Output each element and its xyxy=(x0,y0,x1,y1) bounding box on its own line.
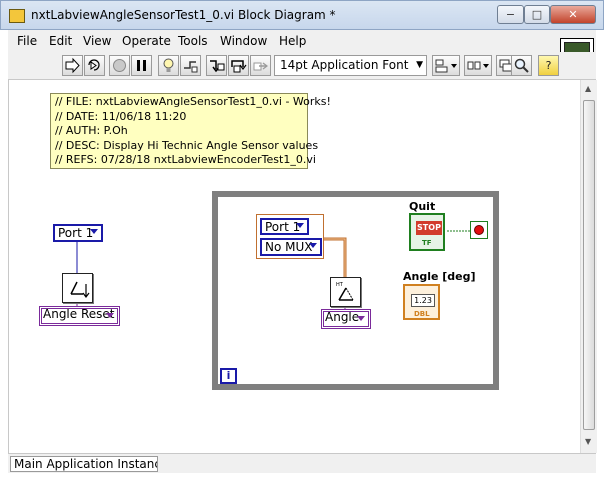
angle-sensor-subvi-icon[interactable]: HT xyxy=(330,277,361,307)
labview-app-icon xyxy=(9,9,25,23)
application-instance-field[interactable]: Main Application Instance xyxy=(10,456,158,472)
mux-control-value: No MUX xyxy=(265,240,313,254)
loop-condition-terminal[interactable] xyxy=(470,221,488,239)
svg-text:HT: HT xyxy=(336,282,344,288)
text-settings-dropdown[interactable]: 14pt Application Font ▼ xyxy=(274,55,427,76)
run-continuously-icon[interactable] xyxy=(84,55,105,76)
vertical-scrollbar[interactable]: ▲ ▼ xyxy=(580,80,597,453)
window-title: nxtLabviewAngleSensorTest1_0.vi Block Di… xyxy=(31,8,336,22)
while-loop[interactable] xyxy=(212,191,499,390)
step-out-icon[interactable] xyxy=(250,55,271,76)
close-button[interactable]: ✕ xyxy=(550,5,596,24)
pause-icon[interactable] xyxy=(131,55,152,76)
chevron-down-icon xyxy=(106,313,114,318)
menu-window[interactable]: Window xyxy=(220,34,268,48)
distribute-objects-icon[interactable] xyxy=(464,55,492,76)
menu-help[interactable]: Help xyxy=(279,34,307,48)
step-over-icon[interactable] xyxy=(228,55,249,76)
menu-tools[interactable]: Tools xyxy=(178,34,208,48)
menu-edit[interactable]: Edit xyxy=(49,34,73,48)
port-control-outside[interactable]: Port 1 xyxy=(53,224,103,242)
align-objects-icon[interactable] xyxy=(432,55,460,76)
comment-line-file: // FILE: nxtLabviewAngleSensorTest1_0.vi… xyxy=(55,95,331,108)
angle-ring-label: Angle xyxy=(325,310,360,324)
quit-boolean-terminal[interactable]: STOP TF xyxy=(409,213,445,251)
chevron-down-icon xyxy=(296,223,304,228)
retain-wire-values-icon[interactable] xyxy=(180,55,201,76)
chevron-down-icon xyxy=(309,243,317,248)
comment-line-date: // DATE: 11/06/18 11:20 xyxy=(55,109,187,123)
angle-reset-ring[interactable]: Angle Reset xyxy=(39,306,120,326)
stop-button-icon: STOP xyxy=(416,221,442,235)
angle-ring[interactable]: Angle xyxy=(321,309,371,329)
maximize-button[interactable]: □ xyxy=(524,5,550,24)
angle-numeric-indicator[interactable]: 1.23 DBL xyxy=(403,284,440,320)
status-bar: Main Application Instance xyxy=(8,453,596,473)
angle-reset-subvi-icon[interactable] xyxy=(62,273,93,303)
scroll-up-icon[interactable]: ▲ xyxy=(585,84,592,93)
toolbar: 14pt Application Font ▼ ? xyxy=(8,52,596,80)
minimize-button[interactable]: − xyxy=(497,5,524,24)
port-control-outside-value: Port 1 xyxy=(58,226,94,240)
comment-line-auth: // AUTH: P.Oh xyxy=(55,124,128,137)
mux-control[interactable]: No MUX xyxy=(260,238,322,256)
menu-view[interactable]: View xyxy=(83,34,112,48)
menu-operate[interactable]: Operate xyxy=(122,34,171,48)
port-control-loop-value: Port 1 xyxy=(265,220,301,234)
boolean-type-label: TF xyxy=(422,239,432,247)
iteration-terminal[interactable]: i xyxy=(220,368,237,384)
scrollbar-thumb[interactable] xyxy=(583,100,595,430)
abort-icon[interactable] xyxy=(109,55,130,76)
menu-bar: File Edit View Operate Tools Window Help xyxy=(8,30,596,52)
angle-indicator-label: Angle [deg] xyxy=(403,270,476,283)
context-help-icon[interactable]: ? xyxy=(538,55,559,76)
chevron-down-icon xyxy=(357,316,365,321)
quit-label: Quit xyxy=(409,200,436,213)
comment-line-refs: // REFS: 07/28/18 nxtLabviewEncoderTest1… xyxy=(55,153,316,166)
font-select-value: 14pt Application Font xyxy=(280,58,409,72)
chevron-down-icon: ▼ xyxy=(416,60,423,70)
highlight-execution-icon[interactable] xyxy=(158,55,179,76)
numeric-type-label: DBL xyxy=(414,310,430,318)
angle-reset-ring-label: Angle Reset xyxy=(43,307,115,321)
search-icon[interactable] xyxy=(511,55,532,76)
comment-line-desc: // DESC: Display Hi Technic Angle Sensor… xyxy=(55,138,319,152)
stop-condition-icon xyxy=(474,225,484,235)
menu-file[interactable]: File xyxy=(17,34,38,48)
title-bar: nxtLabviewAngleSensorTest1_0.vi Block Di… xyxy=(0,0,604,30)
block-diagram-comment[interactable]: // FILE: nxtLabviewAngleSensorTest1_0.vi… xyxy=(50,93,331,169)
scroll-down-icon[interactable]: ▼ xyxy=(585,437,592,446)
sensor-cluster[interactable]: Port 1 No MUX xyxy=(256,214,324,259)
step-into-icon[interactable] xyxy=(206,55,227,76)
port-control-loop[interactable]: Port 1 xyxy=(260,218,309,235)
numeric-display: 1.23 xyxy=(411,294,435,307)
chevron-down-icon xyxy=(90,229,98,234)
run-arrow-icon[interactable] xyxy=(62,55,83,76)
